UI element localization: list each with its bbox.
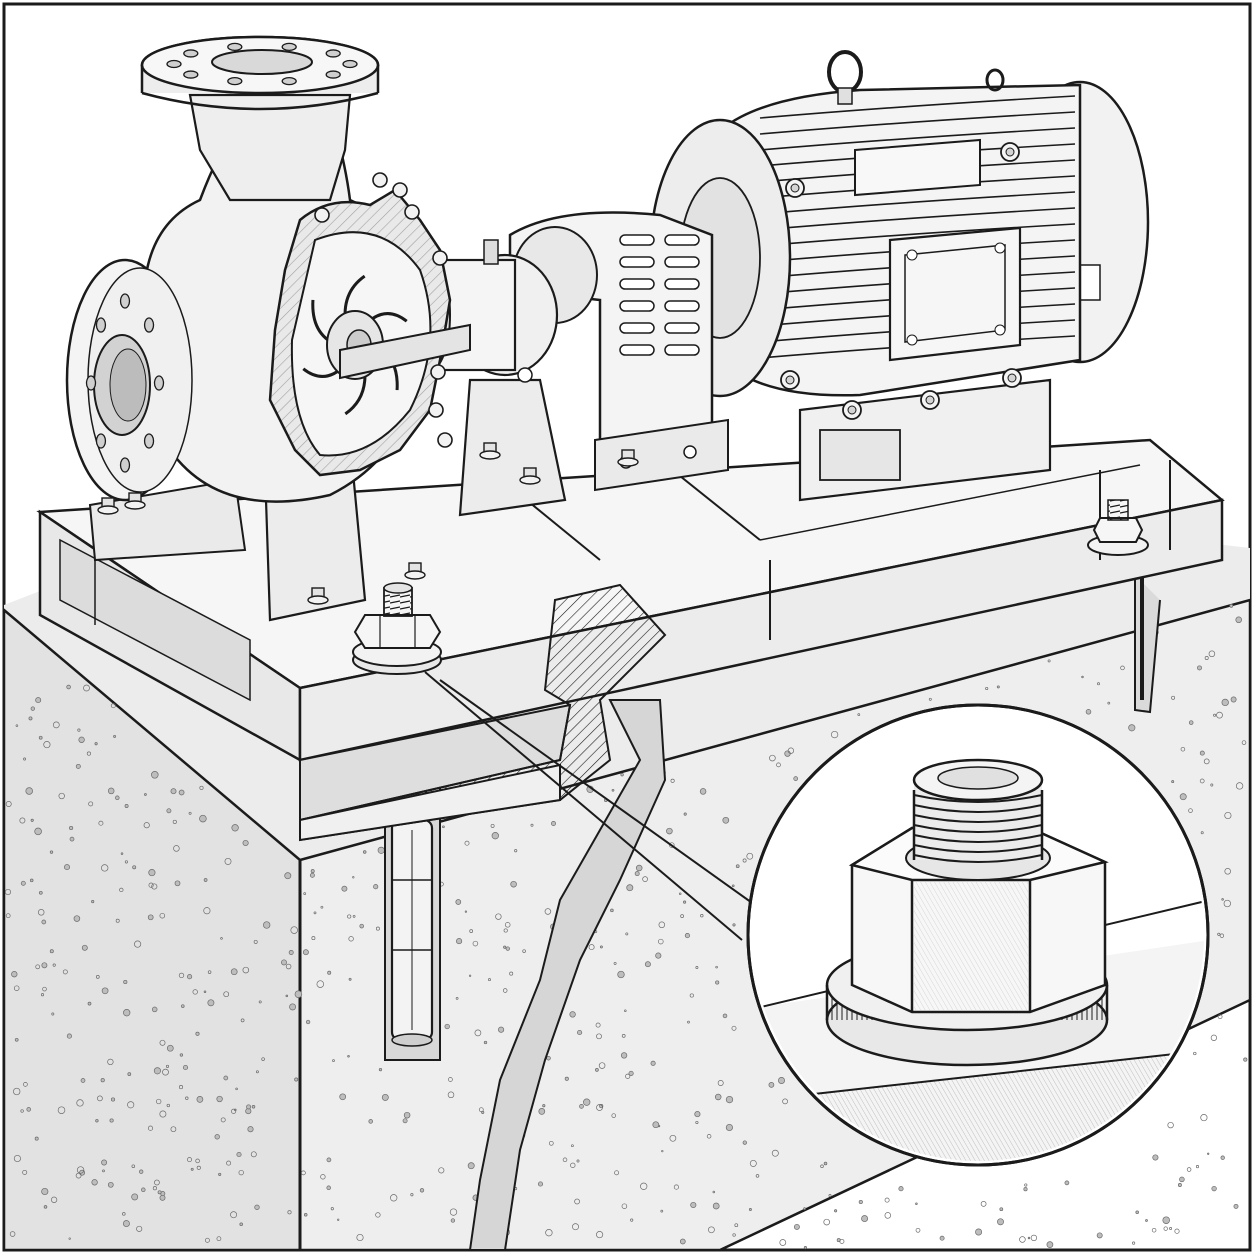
hold-down-nut-rear: [1087, 499, 1149, 556]
callout-leader-lines: [424, 671, 756, 941]
detail-callout: [746, 703, 1210, 1167]
lifting-eye: [985, 68, 1005, 92]
centrifugal-pump: [65, 35, 639, 622]
hold-down-nut-front: [352, 582, 442, 675]
detail-threaded-stud: [912, 758, 1044, 863]
foundation-crack: [468, 699, 667, 1251]
lifting-eye: [827, 50, 863, 94]
concrete-aggregate-specks: [4, 604, 1248, 1250]
guard-vent-slots: [619, 234, 700, 356]
electric-motor: [648, 50, 1150, 502]
